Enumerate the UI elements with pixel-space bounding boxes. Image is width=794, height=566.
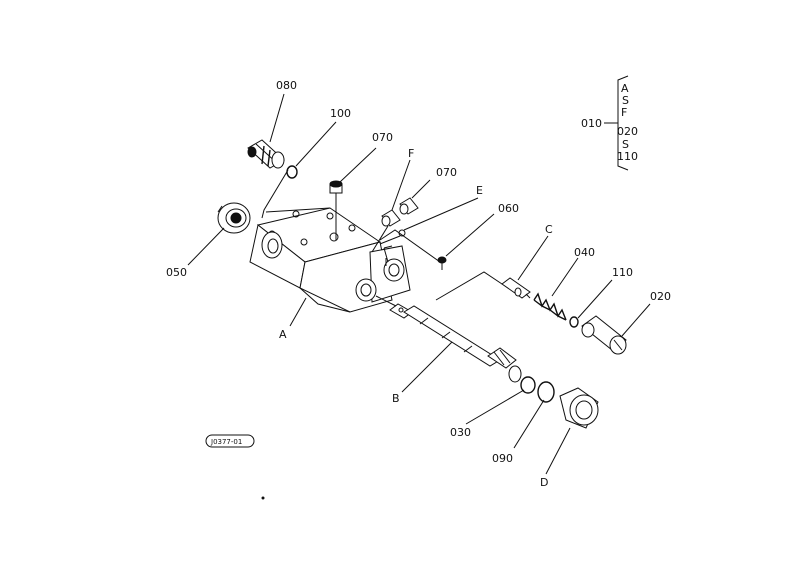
o-ring-090 [537,381,555,403]
callout-020: 020 [650,290,671,303]
plug-020 [581,315,627,355]
callout-labels: 080 100 070 F 070 E 060 C 040 110 020 05… [166,79,671,489]
assembly-lines [261,169,503,307]
callout-080: 080 [276,79,297,92]
callout-D: D [540,476,548,489]
leader-lines [187,93,651,475]
o-ring-100 [286,165,298,179]
poppet-C [501,277,531,299]
legend-line-1: A [621,82,629,95]
legend-bracket: 010 A S F 020 S 110 [581,75,638,171]
legend-ref: 010 [581,117,602,130]
callout-030: 030 [450,426,471,439]
fitting-070-right [399,197,419,215]
legend-line-3: F [621,106,627,119]
callout-100: 100 [330,107,351,120]
drawing-code: J0377-01 [205,434,255,448]
legend-line-4: 020 [617,125,638,138]
o-ring-030 [520,376,536,394]
callout-F: F [408,147,414,160]
plug-060 [437,256,447,270]
print-speck [261,496,265,500]
drawing-code-text: J0377-01 [210,438,242,446]
callout-070-top: 070 [372,131,393,144]
valve-body [249,207,411,313]
plug-070-top [329,180,343,240]
callout-C: C [545,223,553,236]
cap-D [559,387,599,429]
callout-050: 050 [166,266,187,279]
fitting-F [381,209,401,227]
o-ring-110 [569,316,579,328]
fitting-080 [247,139,285,169]
callout-090: 090 [492,452,513,465]
legend-line-5: S [622,138,629,151]
legend-line-6: 110 [617,150,638,163]
plug-050 [217,202,251,234]
callout-060: 060 [498,202,519,215]
callout-A: A [279,328,287,341]
callout-070-right: 070 [436,166,457,179]
spool [389,303,522,383]
callout-110: 110 [612,266,633,279]
legend-line-2: S [622,94,629,107]
callout-B: B [392,392,400,405]
callout-E: E [476,184,483,197]
spring-040 [533,292,567,321]
callout-040: 040 [574,246,595,259]
